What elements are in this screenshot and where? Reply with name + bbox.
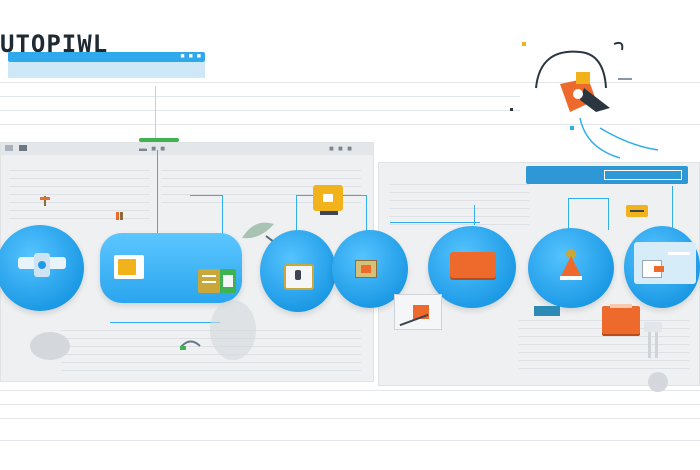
card-icon [634,242,696,284]
rule-line [0,124,700,125]
panel-square-icon [19,145,27,151]
left-panel-header [1,143,373,155]
title-bar-dots: ■ ■ ■ [180,53,202,60]
panel-square-icon [5,145,13,151]
node-2[interactable] [100,233,242,303]
image-card [394,294,442,330]
connector [568,198,608,199]
toolbar-field [604,170,682,180]
connector [366,195,367,233]
rule-line [0,404,700,405]
rule-line [0,418,700,419]
text-lines [9,163,149,223]
orange-block-icon [450,252,496,278]
leaf-icon [240,218,276,242]
rule-line [0,110,520,111]
cloud-shape [648,372,668,392]
document-icon [198,269,220,293]
green-doc-icon [220,269,236,293]
text-lines [389,177,529,227]
connector [568,198,569,230]
orange-box [602,304,640,334]
node-7[interactable] [624,226,700,308]
mini-bar [534,306,560,316]
folder-base [320,211,338,215]
title-bar: ■ ■ ■ [8,52,205,62]
connector [190,195,222,196]
rule-line [0,440,700,441]
folder-icon [114,255,144,279]
panel-dots: ▬ ■ ■ [139,144,167,153]
connector [155,86,156,141]
connector [390,222,480,223]
panel-dots: ■ ■ ■ [329,144,353,153]
node-5[interactable] [428,226,516,308]
node-6[interactable] [528,228,614,308]
cone-icon [558,248,584,280]
cable-icon [180,336,202,352]
node-1[interactable] [0,225,84,311]
connector [296,195,297,231]
hero-illustration [500,38,670,168]
folder-icon [313,185,343,211]
rule-line [0,96,520,97]
toolbar-bar [526,166,688,184]
rule-line [0,390,700,391]
tag-icon [116,212,124,220]
note-icon [626,205,648,217]
connector [672,186,673,230]
rule-line [0,82,700,83]
box-icon [355,260,377,278]
title-underlay [8,62,205,78]
green-indicator [139,138,179,142]
stand-icon [644,322,662,358]
connector [157,150,158,234]
badge-icon [284,264,314,290]
pin-icon [40,196,50,206]
connector [110,322,220,323]
connector [222,195,223,235]
scroll-icon [18,253,66,277]
connector [474,205,475,225]
connector [608,198,609,230]
cloud-shape [210,300,256,360]
node-3[interactable] [260,230,336,312]
cloud-shape [30,332,70,360]
